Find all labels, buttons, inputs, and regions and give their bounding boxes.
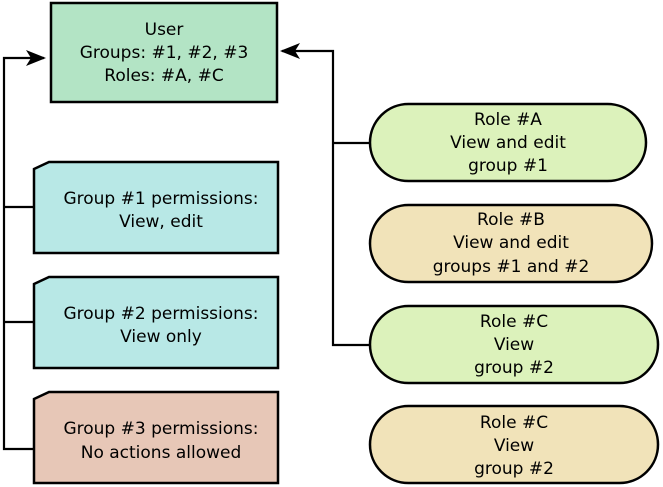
group-node-title: Group #2 permissions: [63,304,258,324]
role-node-title: Role #B [477,210,545,230]
role-node-permission: View [494,436,534,456]
user-node-title: User [145,20,184,40]
role-node-title: Role #A [474,110,542,130]
role-node-title: Role #C [480,312,548,332]
role-node: Role #C View group #2 [368,404,660,485]
group-node: Group #1 permissions: View, edit [32,160,280,255]
group-node-title: Group #1 permissions: [63,189,258,209]
role-node-title: Role #C [480,413,548,433]
role-node: Role #A View and edit group #1 [368,102,648,183]
role-node-permission: View and edit [450,133,566,153]
user-node-roles: Roles: #A, #C [104,66,223,86]
role-node-scope: group #2 [474,459,554,479]
group-node-permission: View only [120,327,202,347]
group-node-permission: View, edit [119,212,203,232]
role-node-scope: group #2 [474,358,554,378]
role-to-user-connector [282,51,370,347]
role-node: Role #B View and edit groups #1 and #2 [368,203,654,284]
group-node-permission: No actions allowed [81,443,242,463]
group-node-title: Group #3 permissions: [63,419,258,439]
user-node: User Groups: #1, #2, #3 Roles: #A, #C [49,1,279,104]
group-node: Group #2 permissions: View only [32,275,280,370]
group-node: Group #3 permissions: No actions allowed [32,390,280,485]
user-node-groups: Groups: #1, #2, #3 [80,43,249,63]
role-node-scope: group #1 [468,156,548,176]
role-node: Role #C View group #2 [368,304,660,385]
group-to-user-connector [2,58,44,451]
role-node-permission: View and edit [453,233,569,253]
role-node-scope: groups #1 and #2 [433,257,590,277]
role-node-permission: View [494,335,534,355]
